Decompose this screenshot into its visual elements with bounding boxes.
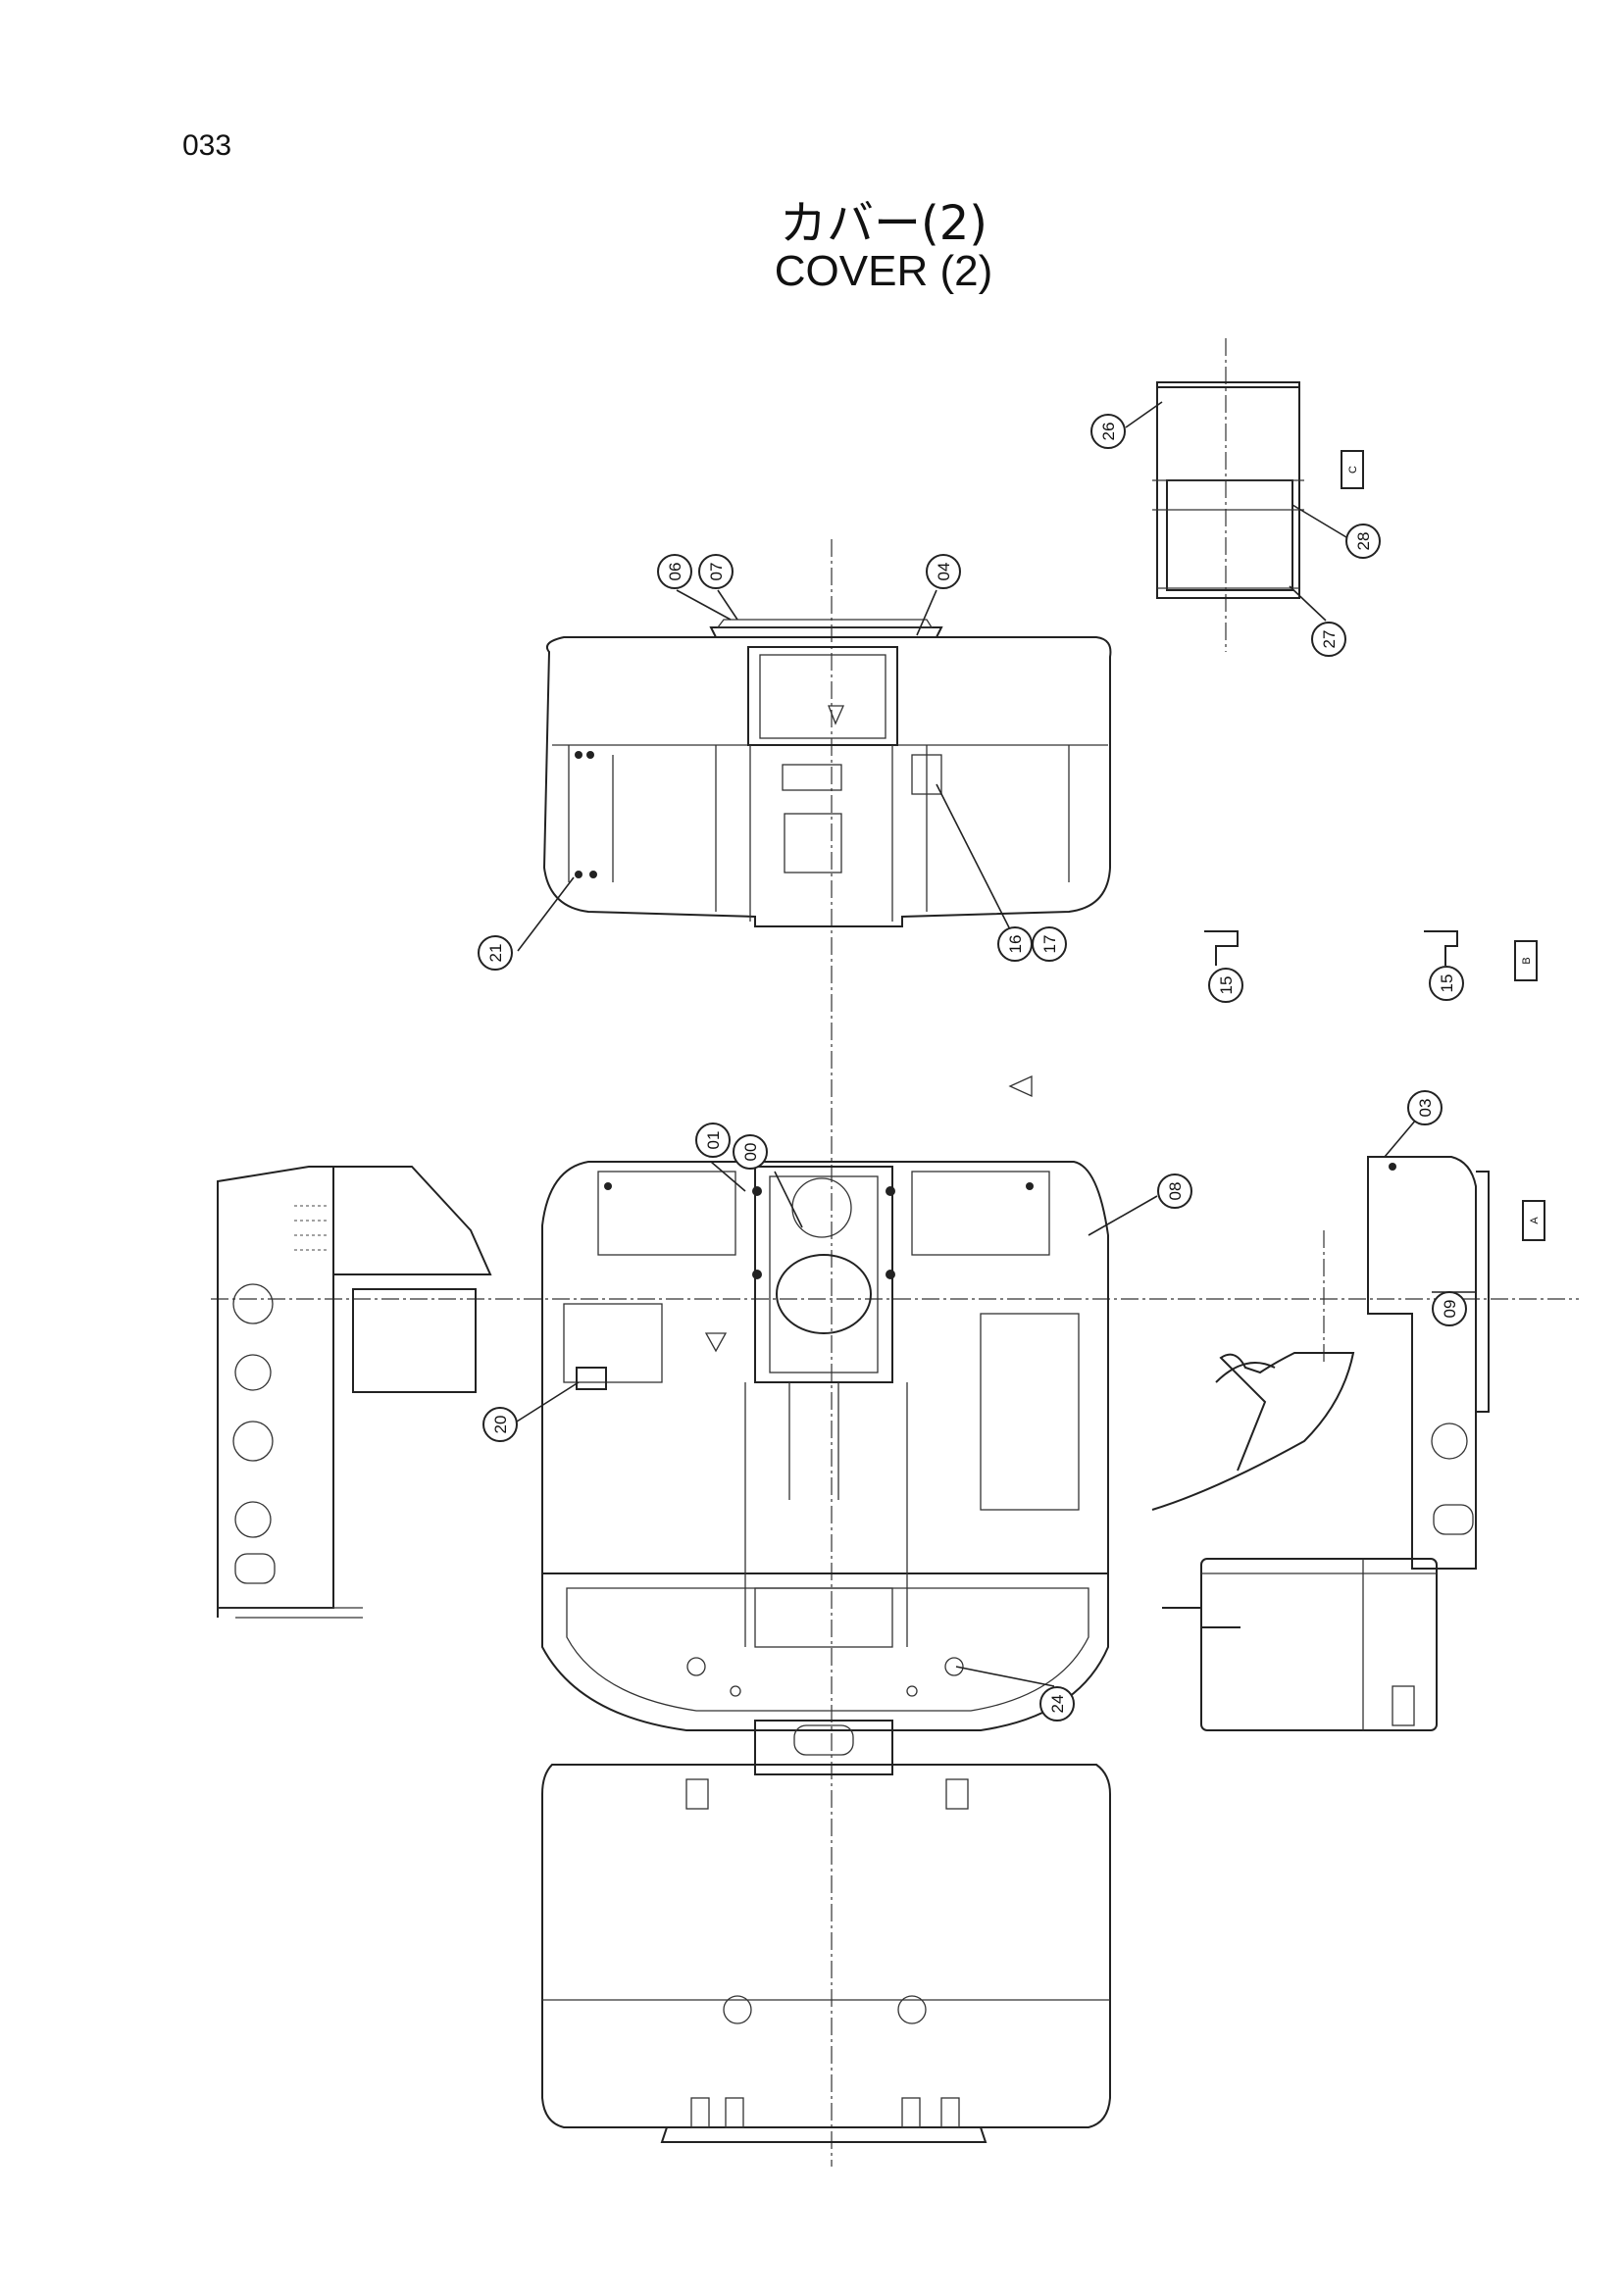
svg-text:09: 09: [1441, 1300, 1459, 1319]
svg-text:24: 24: [1048, 1695, 1067, 1714]
svg-text:01: 01: [704, 1131, 723, 1150]
view-tag-b: B: [1514, 940, 1538, 981]
cover-box-part-26: [1152, 381, 1304, 599]
svg-text:17: 17: [1040, 935, 1059, 954]
svg-text:A: A: [1529, 1217, 1541, 1224]
callout-15b: 15: [1429, 966, 1464, 1001]
leader-lines: [516, 401, 1476, 1687]
callout-24: 24: [1039, 1686, 1075, 1722]
callout-28: 28: [1345, 524, 1381, 559]
page-title-japanese: カバー(2): [780, 196, 987, 251]
right-side-view: [1151, 1156, 1490, 1731]
callout-20: 20: [482, 1407, 518, 1442]
svg-text:06: 06: [666, 563, 684, 581]
page-title-english: COVER (2): [774, 247, 993, 295]
left-side-view: [217, 1166, 492, 1619]
callout-03: 03: [1407, 1090, 1443, 1125]
view-tag-c: C: [1341, 450, 1364, 489]
center-lines: [211, 338, 1579, 2167]
svg-text:07: 07: [707, 563, 726, 581]
main-top-view: [541, 1161, 1109, 1731]
page-number: 033: [182, 129, 232, 162]
callout-00: 00: [733, 1134, 768, 1170]
front-cover-view: [541, 1720, 1111, 2143]
svg-text:27: 27: [1320, 630, 1339, 649]
callout-17: 17: [1032, 926, 1067, 962]
rear-cover-view: [542, 619, 1112, 927]
callout-06: 06: [657, 554, 692, 589]
svg-text:28: 28: [1354, 532, 1373, 551]
callout-07: 07: [698, 554, 734, 589]
svg-text:03: 03: [1416, 1099, 1435, 1118]
svg-text:04: 04: [935, 563, 953, 581]
svg-text:15: 15: [1438, 974, 1456, 993]
svg-text:08: 08: [1166, 1182, 1185, 1201]
svg-text:20: 20: [491, 1416, 510, 1434]
callout-21: 21: [478, 935, 513, 971]
svg-text:00: 00: [741, 1143, 760, 1162]
callout-27: 27: [1311, 622, 1346, 657]
callout-15a: 15: [1208, 968, 1243, 1003]
callout-04: 04: [926, 554, 961, 589]
svg-text:26: 26: [1099, 423, 1118, 441]
svg-text:B: B: [1521, 957, 1533, 964]
svg-text:21: 21: [486, 944, 505, 963]
callout-16: 16: [997, 926, 1033, 962]
view-arrow-mark: [1008, 1074, 1033, 1098]
svg-text:16: 16: [1006, 935, 1025, 954]
callout-26: 26: [1090, 414, 1126, 449]
svg-text:C: C: [1347, 466, 1359, 474]
callout-01: 01: [695, 1123, 731, 1158]
bracket-part-15: [1204, 930, 1458, 966]
svg-text:15: 15: [1217, 976, 1236, 995]
callout-08: 08: [1157, 1173, 1192, 1209]
callout-09: 09: [1432, 1291, 1467, 1326]
view-tag-a: A: [1522, 1200, 1545, 1241]
